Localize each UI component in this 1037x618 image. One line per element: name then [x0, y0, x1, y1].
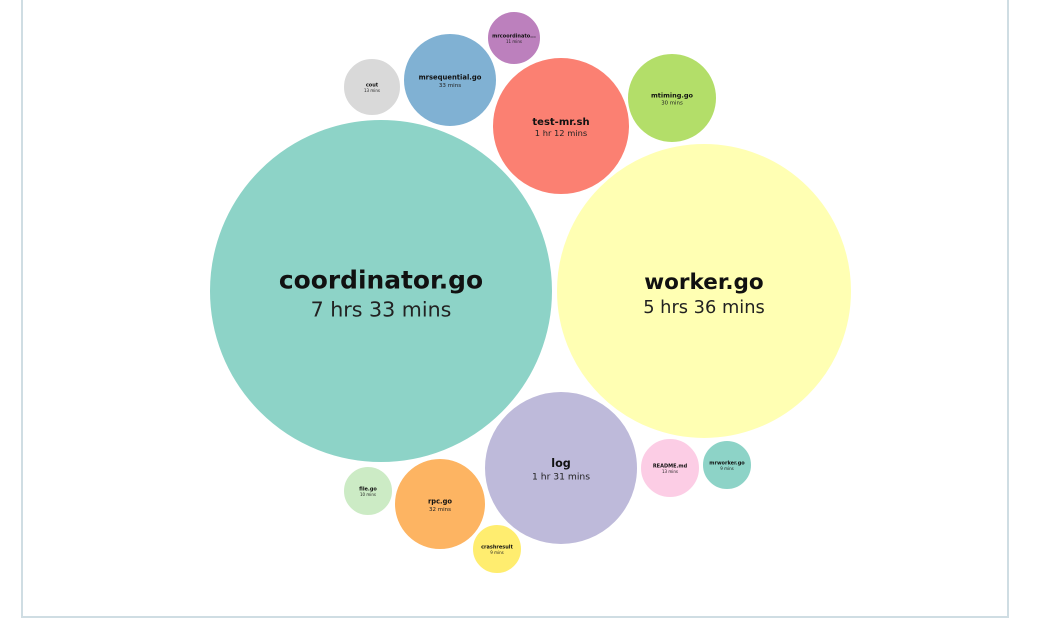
- bubble-circle[interactable]: [402, 32, 498, 128]
- bubble-duration: 1 hr 12 mins: [535, 128, 587, 138]
- bubble-label: cout: [366, 83, 379, 89]
- bubble-circle[interactable]: [208, 118, 554, 464]
- bubble-mrworker-go[interactable]: mrworker.go9 mins: [701, 439, 753, 491]
- bubble-label: log: [551, 457, 571, 470]
- bubble-duration: 32 mins: [429, 507, 451, 513]
- bubble-duration: 13 mins: [662, 469, 678, 474]
- bubble-circle[interactable]: [626, 52, 718, 144]
- bubble-duration: 13 mins: [364, 88, 380, 93]
- bubble-mrsequential-go[interactable]: mrsequential.go 33 mins: [402, 32, 498, 128]
- bubble-label: test-mr.sh: [532, 117, 589, 128]
- bubble-coordinator-go[interactable]: coordinator.go7 hrs 33 mins: [208, 118, 554, 464]
- bubble-label: rpc.go: [428, 497, 452, 505]
- bubble-circle[interactable]: [639, 437, 701, 499]
- bubble-circle[interactable]: [342, 57, 402, 117]
- bubble-label: worker.go: [644, 270, 763, 295]
- bubble-label: mrworker.go: [709, 461, 745, 467]
- bubble-label: README.md: [653, 464, 688, 470]
- bubble-duration: 5 hrs 36 mins: [643, 297, 765, 318]
- bubble-duration: 9 mins: [490, 550, 503, 555]
- bubble-circle[interactable]: [342, 465, 394, 517]
- bubble-circle[interactable]: [393, 457, 487, 551]
- bubble-duration: 11 mins: [506, 39, 522, 44]
- bubble-duration: 7 hrs 33 mins: [311, 297, 452, 321]
- bubble-circle[interactable]: [701, 439, 753, 491]
- bubble-label: file.go: [359, 487, 377, 493]
- bubble-label: mtiming.go: [651, 91, 694, 99]
- bubble-mrcoordinato[interactable]: mrcoordinato...11 mins: [486, 10, 542, 66]
- bubble-duration: 1 hr 31 mins: [532, 471, 590, 482]
- bubble-rpc-go[interactable]: rpc.go 32 mins: [393, 457, 487, 551]
- bubble-label: mrcoordinato...: [492, 34, 536, 40]
- bubble-worker-go[interactable]: worker.go5 hrs 36 mins: [555, 142, 853, 440]
- bubble-label: coordinator.go: [279, 266, 483, 295]
- bubble-duration: 9 mins: [720, 466, 733, 471]
- bubble-duration: 33 mins: [439, 83, 461, 89]
- bubble-circle[interactable]: [491, 56, 631, 196]
- bubble-test-mr-sh[interactable]: test-mr.sh1 hr 12 mins: [491, 56, 631, 196]
- bubble-mtiming-go[interactable]: mtiming.go 30 mins: [626, 52, 718, 144]
- bubble-circle[interactable]: [486, 10, 542, 66]
- bubble-duration: 30 mins: [661, 101, 683, 107]
- bubble-label: mrsequential.go: [419, 73, 482, 81]
- bubble-label: crashresult: [481, 545, 513, 551]
- bubble-circle[interactable]: [555, 142, 853, 440]
- bubble-circle[interactable]: [471, 523, 523, 575]
- bubble-duration: 10 mins: [360, 492, 376, 497]
- bubble-circle[interactable]: [483, 390, 639, 546]
